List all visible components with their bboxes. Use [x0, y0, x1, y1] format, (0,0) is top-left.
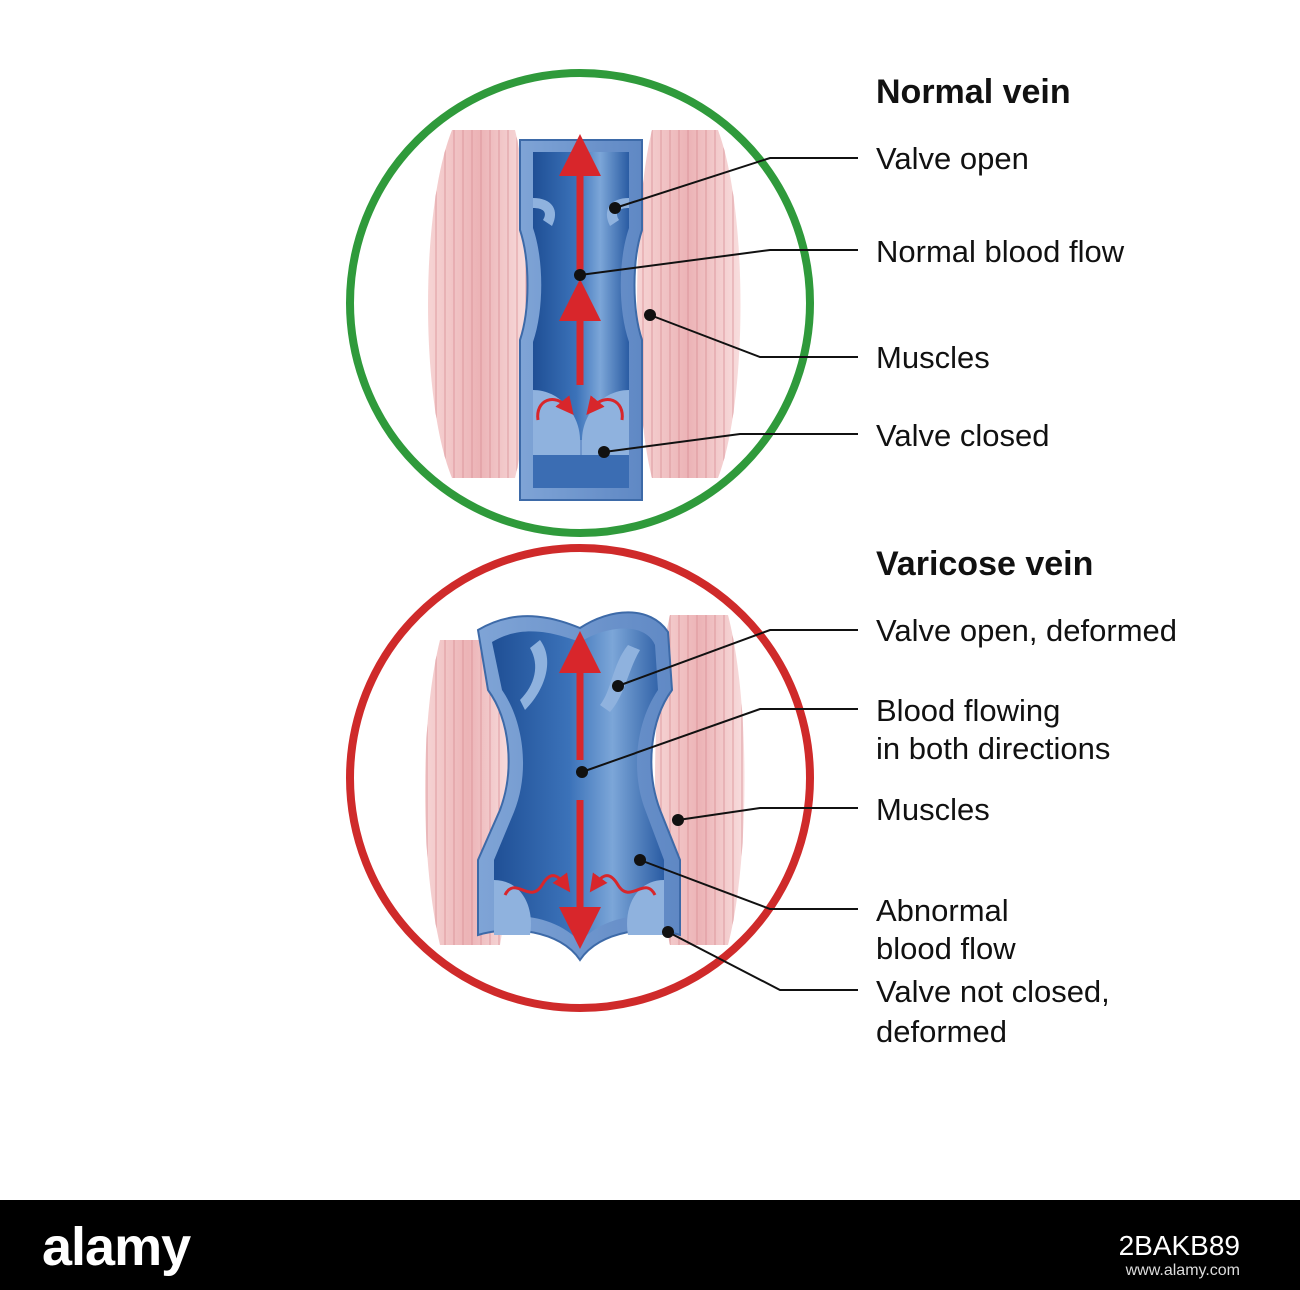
varicose-vein-illustration: Varicose vein Valve open, deformed Blood… [346, 544, 1177, 1049]
label-abnormal-line2: blood flow [876, 931, 1016, 966]
vein-diagram: Normal vein Valve open Normal blood flow… [346, 69, 1177, 1049]
varicose-swirl-right [589, 872, 657, 896]
label-blood-flowing-line2: in both directions [876, 731, 1110, 766]
image-id: 2BAKB89 [1118, 1230, 1240, 1261]
alamy-logo: alamy [42, 1217, 191, 1277]
varicose-swirl-left [503, 872, 571, 896]
normal-vein-illustration: Normal vein Valve open Normal blood flow… [346, 69, 1125, 537]
varicose-flow-arrows [503, 631, 657, 949]
normal-flow-arrows [536, 134, 624, 421]
varicose-vein-tube [476, 611, 681, 962]
normal-swirl-right [586, 395, 624, 421]
label-normal-muscles: Muscles [876, 340, 990, 375]
stock-footer-bar: alamy 2BAKB89 www.alamy.com [0, 1200, 1300, 1290]
normal-muscles [428, 130, 741, 478]
label-valve-closed: Valve closed [876, 418, 1049, 453]
normal-leaders [574, 157, 858, 458]
label-normal-blood-flow: Normal blood flow [876, 234, 1125, 269]
label-valve-open: Valve open [876, 141, 1029, 176]
label-abnormal-line1: Abnormal [876, 893, 1009, 928]
label-varicose-muscles: Muscles [876, 792, 990, 827]
varicose-vein-title: Varicose vein [876, 545, 1093, 583]
label-valve-open-deformed: Valve open, deformed [876, 613, 1177, 648]
varicose-leaders [576, 629, 858, 991]
normal-swirl-left [536, 395, 574, 421]
label-valve-not-closed-line1: Valve not closed, [876, 974, 1110, 1009]
label-blood-flowing-line1: Blood flowing [876, 693, 1060, 728]
label-valve-not-closed-line2: deformed [876, 1014, 1007, 1049]
normal-vein-title: Normal vein [876, 73, 1071, 111]
footer-url: www.alamy.com [1125, 1262, 1240, 1279]
